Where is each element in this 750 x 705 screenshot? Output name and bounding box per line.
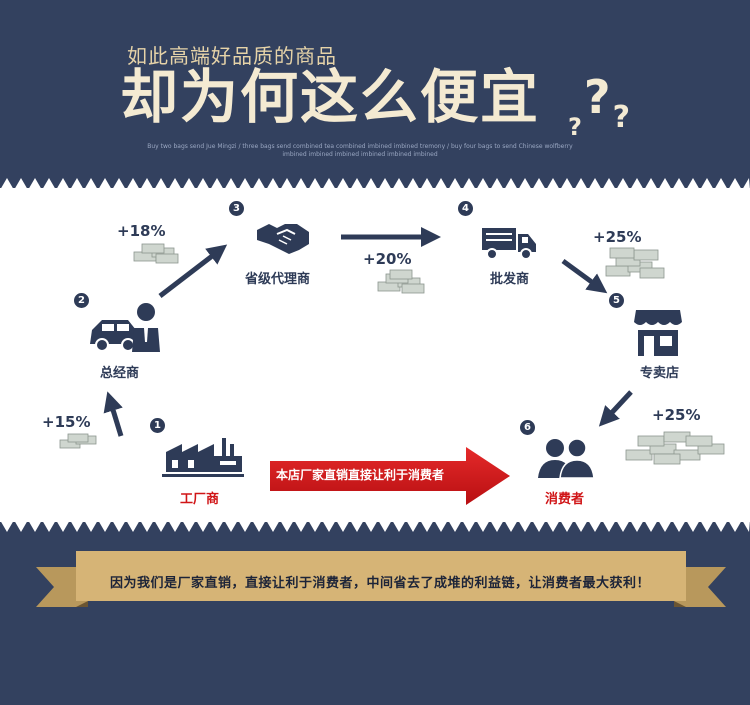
- step-number-5: 5: [609, 293, 624, 308]
- step-number-6: 6: [520, 420, 535, 435]
- money-stack-icon: [377, 269, 425, 294]
- header-subtitle: 如此高端好品质的商品: [127, 44, 337, 68]
- band-zigzag-top: [0, 178, 750, 190]
- step-number-4: 4: [458, 201, 473, 216]
- money-pile-icon: [625, 431, 725, 465]
- arrow-factory-to-distributor: [103, 391, 124, 437]
- arrow-distributor-to-agent: [158, 244, 228, 298]
- markup-20: +20%: [363, 250, 412, 268]
- markup-25-store: +25%: [593, 228, 642, 246]
- money-stack-icon: [59, 433, 97, 449]
- step-number-2: 2: [74, 293, 89, 308]
- consumer-label: 消费者: [545, 492, 585, 507]
- provincial-agent-label: 省级代理商: [245, 272, 311, 287]
- arrow-wholesaler-to-store: [561, 258, 608, 294]
- direct-sale-text: 本店厂家直销直接让利于消费者: [276, 468, 445, 482]
- question-marks: ???: [568, 70, 630, 141]
- arrow-store-to-consumer: [598, 390, 633, 427]
- bottom-ribbon: [36, 551, 726, 607]
- wholesaler-label: 批发商: [490, 272, 530, 287]
- distributor-label: 总经商: [100, 366, 140, 381]
- store-icon: [634, 310, 682, 356]
- step-number-1: 1: [150, 418, 165, 433]
- consumers-icon: [538, 438, 595, 479]
- bottom-banner-text: 因为我们是厂家直销，直接让利于消费者，中间省去了成堆的利益链，让消费者最大获利！: [109, 576, 650, 591]
- markup-25-consumer: +25%: [652, 406, 701, 424]
- question-mark-large: ?: [583, 70, 611, 124]
- question-mark-medium: ?: [612, 100, 631, 135]
- band-zigzag-bottom: [0, 520, 750, 532]
- header-tagline: Buy two bags send Jue Mingzi / three bag…: [147, 143, 573, 158]
- step-number-3: 3: [229, 201, 244, 216]
- markup-15: +15%: [42, 413, 91, 431]
- truck-icon: [482, 228, 536, 260]
- money-stack-icon: [605, 247, 665, 279]
- money-stack-icon: [133, 243, 179, 264]
- factory-icon: [162, 438, 244, 477]
- question-mark-small: ?: [568, 113, 582, 141]
- store-label: 专卖店: [640, 366, 680, 381]
- markup-18: +18%: [117, 222, 166, 240]
- factory-label: 工厂商: [180, 492, 220, 507]
- car-dealer-icon: [90, 303, 160, 352]
- handshake-icon: [257, 224, 309, 254]
- direct-sale-arrow: [270, 447, 510, 505]
- header-headline: 却为何这么便宜: [120, 63, 541, 131]
